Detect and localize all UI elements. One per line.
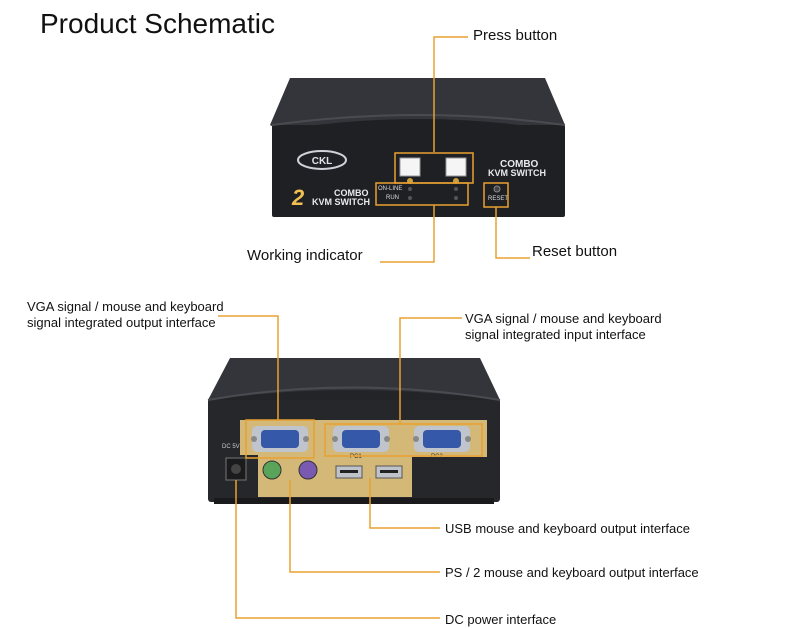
ps2-keyboard-port[interactable]	[262, 460, 282, 480]
svg-text:PC1: PC1	[350, 454, 362, 460]
callout-usb-output: USB mouse and keyboard output interface	[445, 521, 690, 536]
vga-input-port-pc1[interactable]	[332, 426, 390, 452]
svg-text:COMBO: COMBO	[334, 188, 369, 198]
callout-working-indicator: Working indicator	[247, 247, 363, 264]
led-2-online	[454, 187, 458, 191]
press-button-2[interactable]	[445, 157, 467, 177]
svg-text:COMBO: COMBO	[500, 159, 539, 170]
svg-text:ON-LINE: ON-LINE	[378, 186, 402, 192]
callout-ps2-output: PS / 2 mouse and keyboard output interfa…	[445, 565, 699, 580]
svg-text:PC2: PC2	[431, 454, 443, 460]
callout-reset-button: Reset button	[532, 243, 618, 260]
vga-output-port[interactable]	[251, 426, 309, 452]
page-title: Product Schematic	[40, 8, 275, 39]
ps2-mouse-port[interactable]	[298, 460, 318, 480]
svg-text:KVM SWITCH: KVM SWITCH	[312, 197, 370, 207]
model-number: 2	[291, 185, 305, 210]
callout-vga-input: VGA signal / mouse and keyboard signal i…	[465, 311, 662, 342]
callout-press-button: Press button	[473, 27, 558, 44]
vga-input-port-pc2[interactable]	[413, 426, 471, 452]
led-2-run	[454, 196, 458, 200]
leader-lines	[218, 36, 530, 619]
press-button-1[interactable]	[399, 157, 421, 177]
reset-button[interactable]	[493, 185, 501, 193]
svg-text:RUN: RUN	[386, 195, 399, 201]
callout-vga-output: VGA signal / mouse and keyboard signal i…	[27, 299, 224, 330]
led-1-run	[408, 196, 412, 200]
svg-text:KVM SWITCH: KVM SWITCH	[488, 168, 546, 178]
brand-logo: CKL	[312, 156, 333, 167]
led-1-online	[408, 187, 412, 191]
svg-text:RESET: RESET	[488, 196, 508, 202]
front-device: CKL 2 COMBO KVM SWITCH COMBO KVM SWITCH …	[270, 78, 566, 217]
svg-text:DC 5V: DC 5V	[222, 444, 240, 450]
callout-dc-power: DC power interface	[445, 612, 557, 627]
rear-device: PC1 PC2 DC 5V	[207, 358, 501, 504]
